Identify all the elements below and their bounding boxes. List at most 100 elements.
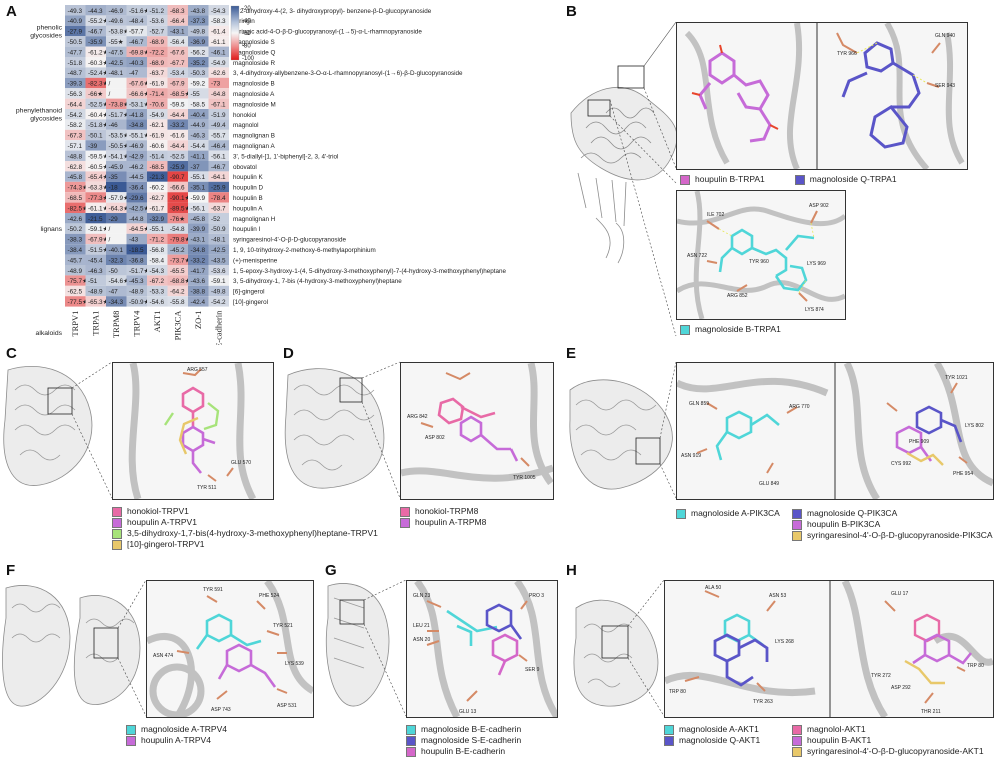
heatmap-cell <box>167 46 188 57</box>
heatmap-cell-label: -21.3 <box>150 174 165 181</box>
heatmap-cell <box>65 192 86 203</box>
legend-swatch <box>126 735 136 746</box>
heatmap-cell-label: -59.1★ <box>88 226 108 233</box>
heatmap-cell <box>188 140 209 151</box>
panel-h-legend-left: magnoloside A-AKT1 magnoloside Q-AKT1 <box>664 724 760 746</box>
legend-swatch <box>792 508 802 519</box>
heatmap-cell <box>85 25 106 37</box>
legend-item: magnoloside Q-TRPA1 <box>794 174 897 185</box>
svg-text:LEU 21: LEU 21 <box>413 623 430 629</box>
heatmap-cell <box>167 171 188 182</box>
heatmap-cell <box>188 150 209 161</box>
legend-label: honokiol-TRPM8 <box>415 506 479 516</box>
heatmap-cell <box>188 223 209 234</box>
heatmap-cell <box>65 77 86 89</box>
heatmap-cell <box>147 77 168 89</box>
svg-text:TYR 960: TYR 960 <box>749 259 769 265</box>
heatmap-cell <box>208 57 229 68</box>
heatmap-compound-label: houpulin A <box>233 205 263 212</box>
heatmap-cell <box>85 150 106 161</box>
heatmap-cell <box>85 109 106 120</box>
heatmap-cell <box>147 171 168 182</box>
heatmap-cell <box>106 254 127 265</box>
heatmap-cell-label: -36.9 <box>191 39 206 46</box>
panel-c: ARG 557 TYR 511 GLU 570 honokiol-TRPV1 h… <box>0 360 378 560</box>
heatmap-cell <box>208 88 229 99</box>
svg-text:PHE 954: PHE 954 <box>953 471 973 477</box>
svg-text:ILE 702: ILE 702 <box>707 212 724 218</box>
legend-swatch <box>406 746 416 757</box>
legend-item: houpulin B-E-cadherin <box>406 746 521 757</box>
heatmap-cell <box>147 192 168 203</box>
heatmap-cell-label: -32.3 <box>109 257 124 264</box>
heatmap-cell <box>167 275 188 286</box>
svg-text:TYR 272: TYR 272 <box>871 673 891 679</box>
heatmap-cell <box>106 46 127 57</box>
legend-item: houpulin B-AKT1 <box>792 735 984 746</box>
heatmap-cell-label: -51.6★ <box>129 8 149 15</box>
heatmap-cell <box>126 265 147 276</box>
heatmap-compound-label: magnoloside Q <box>233 49 275 56</box>
heatmap-compound-label: [6]-gingerol <box>233 289 265 296</box>
svg-text:PHE 909: PHE 909 <box>909 439 929 445</box>
heatmap-cell-label: -66.6 <box>170 185 185 192</box>
heatmap-cell-label: -89.5★ <box>170 205 190 212</box>
panel-d-legend: honokiol-TRPM8 houpulin A-TRPM8 <box>400 506 486 528</box>
heatmap-cell <box>188 244 209 255</box>
heatmap-cell-label: -73.8★ <box>109 101 129 108</box>
heatmap-cell <box>167 109 188 120</box>
svg-text:THR 211: THR 211 <box>921 709 941 715</box>
svg-text:ASN 474: ASN 474 <box>153 653 173 659</box>
heatmap-cell <box>208 129 229 141</box>
svg-text:GLU 13: GLU 13 <box>459 709 476 715</box>
heatmap-compound-label: 1, 9, 10-trihydroxy-2-methoxy-6-methylap… <box>233 247 376 254</box>
svg-text:GLN 940: GLN 940 <box>935 33 955 39</box>
heatmap-cell <box>85 181 106 193</box>
heatmap-cell-label: -66.4 <box>170 18 185 25</box>
legend-item: magnoloside A-TRPV4 <box>126 724 227 735</box>
heatmap-cell <box>106 244 127 255</box>
heatmap-cell-label: -74.3★ <box>68 185 88 192</box>
heatmap-cell-label: -43.8 <box>191 8 206 15</box>
heatmap-cell-label: -50.9 <box>211 226 226 233</box>
heatmap-cell <box>167 77 188 89</box>
heatmap-cell-label: -48.4 <box>129 18 144 25</box>
svg-text:ARG 842: ARG 842 <box>407 414 428 420</box>
heatmap-compound-label: houpulin K <box>233 174 264 181</box>
legend-label: magnoloside B-E-cadherin <box>421 724 522 734</box>
heatmap-cell <box>85 213 106 224</box>
heatmap-cell-label: -51.8 <box>68 60 83 67</box>
heatmap-cell <box>167 88 188 99</box>
heatmap-cell-label: -63.7 <box>150 70 165 77</box>
heatmap-cell-label: -79.8★ <box>170 237 190 244</box>
legend-swatch <box>664 724 674 735</box>
heatmap-cell <box>106 77 127 89</box>
legend-item: [10]-gingerol-TRPV1 <box>112 539 378 550</box>
heatmap-compound-label: houpulin D <box>233 185 264 192</box>
heatmap-cell-label: -54.2 <box>211 299 226 306</box>
legend-label: syringaresinol-4'-O-β-D-glucopyranoside-… <box>807 746 984 756</box>
heatmap-cell-label: -61.6 <box>170 133 185 140</box>
heatmap-column-label: AKT1 <box>152 311 162 333</box>
heatmap-cell <box>85 140 106 151</box>
legend-item: houpulin A-TRPV4 <box>126 735 227 746</box>
heatmap-compound-label: magnolol <box>233 122 259 129</box>
heatmap-compound-label: magnolignan B <box>233 133 275 140</box>
heatmap-cell <box>147 15 168 26</box>
legend-label: magnoloside Q-PIK3CA <box>807 508 898 518</box>
legend-swatch <box>400 506 410 517</box>
heatmap-cell-label: -36.8 <box>129 257 144 264</box>
heatmap-cell <box>106 285 127 297</box>
heatmap-cell-label: -58.2 <box>68 122 83 129</box>
heatmap-cell <box>167 296 188 307</box>
heatmap-cell <box>126 129 147 141</box>
heatmap-cell-label: -21.5 <box>88 216 103 223</box>
heatmap-cell <box>208 150 229 161</box>
heatmap-cell <box>147 109 168 120</box>
heatmap-cell-label: -60.6 <box>150 143 165 150</box>
heatmap-cell-label: -54.6★ <box>109 278 129 285</box>
heatmap-legend-tick: -100 <box>242 56 255 62</box>
heatmap-cell-label: -42.6 <box>68 216 83 223</box>
panel-letter-d: D <box>283 345 294 362</box>
heatmap-cell <box>106 119 127 130</box>
